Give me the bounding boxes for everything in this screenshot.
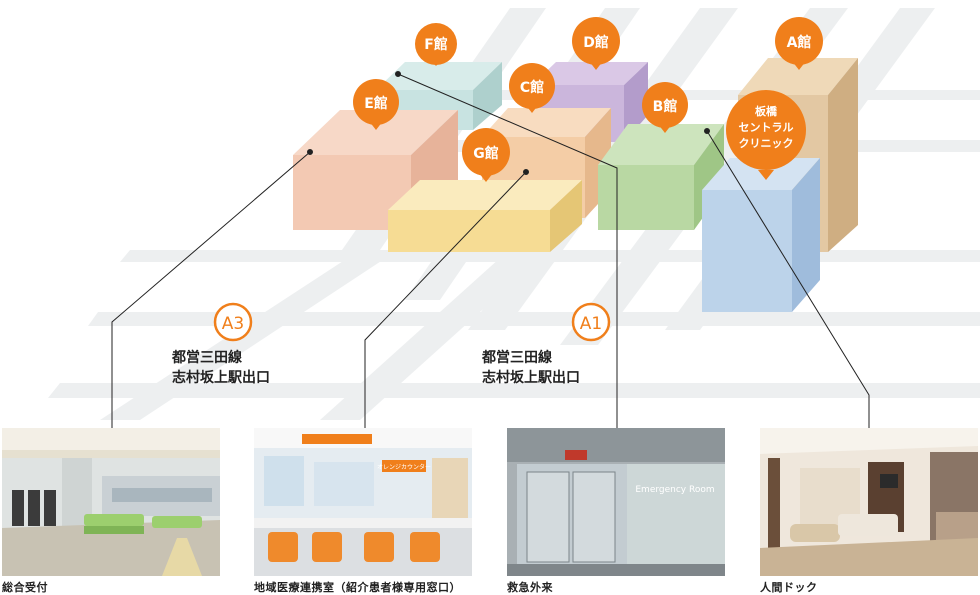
pin-f-label: F館 bbox=[424, 36, 448, 53]
photo-liaison-office: オレンジカウンター bbox=[254, 428, 472, 576]
pin-c-label: C館 bbox=[520, 79, 544, 96]
exit-a1-badge: A1 bbox=[580, 314, 602, 334]
pin-b[interactable]: B館 bbox=[642, 82, 688, 133]
pin-e[interactable]: E館 bbox=[353, 79, 399, 130]
pin-b-label: B館 bbox=[653, 98, 678, 115]
exit-a3-line1: 都営三田線 bbox=[171, 349, 242, 366]
caption-reception: 総合受付 bbox=[2, 581, 48, 594]
pin-a-label: A館 bbox=[787, 34, 812, 51]
pin-clinic-line3: クリニック bbox=[739, 137, 794, 150]
pin-a[interactable]: A館 bbox=[775, 17, 823, 70]
pin-d[interactable]: D館 bbox=[572, 17, 620, 70]
pin-f[interactable]: F館 bbox=[415, 23, 457, 66]
photo-checkup bbox=[760, 428, 978, 576]
exit-a1: A1 都営三田線 志村坂上駅出口 bbox=[481, 302, 611, 386]
pin-clinic-line2: セントラル bbox=[739, 121, 794, 134]
photo-emergency: Emergency Room bbox=[507, 428, 725, 576]
pin-c[interactable]: C館 bbox=[509, 63, 555, 113]
exit-a1-line1: 都営三田線 bbox=[481, 349, 552, 366]
building-g[interactable] bbox=[388, 180, 582, 252]
caption-emergency: 救急外来 bbox=[507, 581, 553, 594]
pin-e-label: E館 bbox=[364, 95, 388, 112]
building-b[interactable] bbox=[598, 124, 724, 230]
exit-a3-badge: A3 bbox=[222, 314, 244, 334]
pin-g-label: G館 bbox=[473, 145, 499, 162]
pin-clinic[interactable]: 板橋 セントラル クリニック bbox=[726, 90, 806, 180]
exit-a1-line2: 志村坂上駅出口 bbox=[482, 369, 580, 386]
exit-a3-line2: 志村坂上駅出口 bbox=[172, 369, 270, 386]
exit-a3: A3 都営三田線 志村坂上駅出口 bbox=[171, 302, 270, 386]
building-clinic[interactable] bbox=[702, 158, 820, 312]
pin-d-label: D館 bbox=[583, 34, 609, 51]
counter-sign: オレンジカウンター bbox=[377, 463, 431, 471]
caption-checkup: 人間ドック bbox=[760, 581, 818, 594]
leader-lines bbox=[111, 71, 870, 428]
pin-clinic-line1: 板橋 bbox=[755, 104, 778, 118]
caption-liaison-office: 地域医療連携室（紹介患者様専用窓口） bbox=[254, 581, 461, 594]
pin-g[interactable]: G館 bbox=[462, 128, 510, 182]
photo-reception bbox=[2, 428, 220, 576]
emergency-sign: Emergency Room bbox=[635, 485, 714, 495]
